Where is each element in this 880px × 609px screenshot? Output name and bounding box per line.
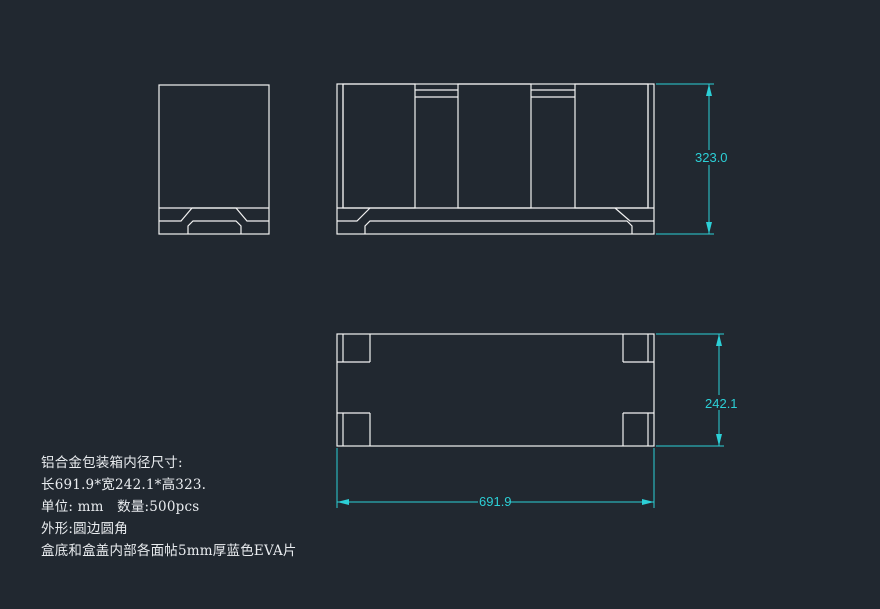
notes-title: 铝合金包装箱内径尺寸:: [41, 455, 183, 471]
width-dimension: [656, 333, 724, 447]
notes-lining: 盒底和盒盖内部各面帖5mm厚蓝色EVA片: [41, 543, 297, 559]
length-dimension-label: 691.9: [479, 494, 512, 509]
spec-notes: 铝合金包装箱内径尺寸: 长691.9*宽242.1*高323. 单位: mm 数…: [41, 452, 297, 562]
front-view: [336, 83, 655, 235]
notes-shape: 外形:圆边圆角: [41, 521, 128, 537]
width-dimension-label: 242.1: [705, 396, 738, 411]
top-view: [336, 333, 655, 447]
side-view: [158, 84, 270, 235]
notes-unit-quantity: 单位: mm 数量:500pcs: [41, 499, 200, 515]
height-dimension-label: 323.0: [695, 150, 728, 165]
notes-size: 长691.9*宽242.1*高323.: [41, 477, 207, 493]
